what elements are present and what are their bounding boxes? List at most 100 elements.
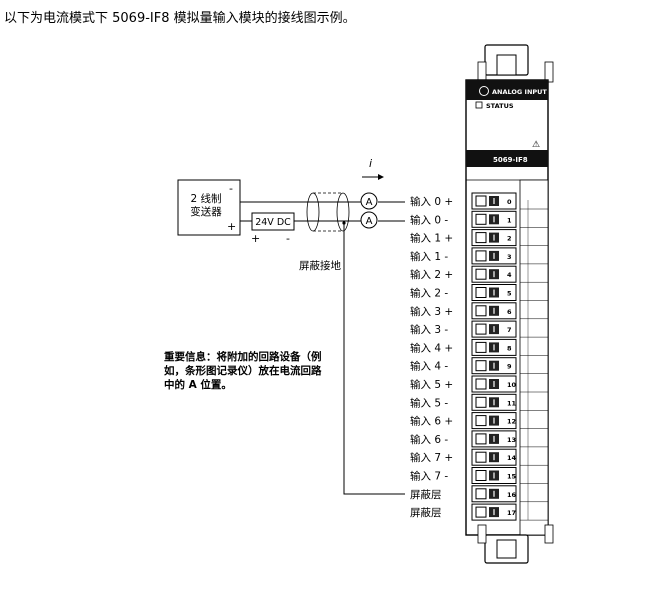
terminal-row: 15 xyxy=(471,467,548,484)
terminal-label: 输入 6 + xyxy=(410,415,453,428)
ammeter-top: A xyxy=(360,192,378,210)
terminal-wire-entry[interactable] xyxy=(475,268,487,280)
transmitter-minus: - xyxy=(229,182,233,195)
terminal-label: 输入 7 - xyxy=(410,470,448,483)
terminal-number: 8 xyxy=(507,344,512,352)
terminal-label: 屏蔽层 xyxy=(410,507,442,519)
terminal-number: 5 xyxy=(507,290,512,298)
terminal-number: 4 xyxy=(507,271,512,279)
terminal-wire-entry[interactable] xyxy=(475,506,487,518)
terminal-row: 10 xyxy=(471,375,548,393)
ammeter-top-symbol: A xyxy=(366,197,373,208)
terminal-wire-entry[interactable] xyxy=(475,195,487,207)
power-supply-minus: - xyxy=(286,232,290,245)
ammeter-bottom: A xyxy=(360,211,378,229)
note-heading: 重要信息： xyxy=(164,351,217,363)
terminal-number: 14 xyxy=(507,454,517,462)
ammeter-bottom-symbol: A xyxy=(366,216,373,227)
terminal-label: 输入 4 - xyxy=(410,360,448,373)
terminal-label: 输入 3 - xyxy=(410,323,448,336)
intro-text: 以下为电流模式下 5069-IF8 模拟量输入模块的接线图示例。 xyxy=(4,11,356,26)
terminal-number: 2 xyxy=(507,235,512,243)
terminal-label: 输入 1 - xyxy=(410,250,448,263)
terminal-label: 输入 7 + xyxy=(410,451,453,464)
terminal-number: 3 xyxy=(507,253,512,261)
status-indicator xyxy=(475,101,483,109)
terminal-wire-entry[interactable] xyxy=(475,360,487,372)
terminal-number: 11 xyxy=(507,399,517,407)
terminal-wire-entry[interactable] xyxy=(475,488,487,500)
terminal-number: 1 xyxy=(507,216,512,224)
terminal-row: 0 xyxy=(471,192,548,210)
terminal-number: 7 xyxy=(507,326,512,334)
two-wire-transmitter: 2 线制 变送器 - + xyxy=(177,179,241,236)
transmitter-label-line2: 变送器 xyxy=(190,205,222,218)
shield-ground-label: 屏蔽接地 xyxy=(299,259,341,272)
terminal-wire-entry[interactable] xyxy=(475,470,487,481)
terminal-wire-entry[interactable] xyxy=(475,287,487,298)
terminal-number: 15 xyxy=(507,473,517,481)
current-label: i xyxy=(369,157,372,170)
terminal-row: 1 xyxy=(471,210,548,228)
terminal-number: 17 xyxy=(507,509,516,517)
power-supply: 24V DC + - xyxy=(251,212,295,245)
terminal-number: 13 xyxy=(507,436,516,444)
terminal-wire-entry[interactable] xyxy=(475,323,487,335)
terminal-row: 11 xyxy=(471,393,548,411)
current-direction-arrow: i xyxy=(362,157,384,180)
terminal-label: 输入 4 + xyxy=(410,341,453,354)
terminal-row: 8 xyxy=(471,338,548,356)
terminal-label: 输入 1 + xyxy=(410,232,453,245)
module-header: ANALOG INPUT xyxy=(492,88,547,96)
terminal-wire-entry[interactable] xyxy=(475,250,487,262)
terminal-wire-entry[interactable] xyxy=(475,396,487,408)
terminal-number: 6 xyxy=(507,308,512,316)
module-header-icon xyxy=(479,86,489,96)
terminal-wire-entry[interactable] xyxy=(475,378,487,390)
terminal-label: 输入 0 - xyxy=(410,213,448,226)
terminal-label: 输入 5 - xyxy=(410,396,448,409)
terminal-row: 2 xyxy=(471,229,548,247)
terminal-label: 输入 2 + xyxy=(410,268,453,281)
shield-drain-junction xyxy=(342,221,346,225)
terminal-row: 4 xyxy=(471,265,548,283)
terminal-wire-entry[interactable] xyxy=(475,305,487,317)
terminal-wire-entry[interactable] xyxy=(475,213,487,225)
terminal-labels: 输入 0 +输入 0 -输入 1 +输入 1 -输入 2 +输入 2 -输入 3… xyxy=(410,195,453,519)
terminal-row: 9 xyxy=(471,357,548,375)
terminal-number: 9 xyxy=(507,363,512,371)
status-label: STATUS xyxy=(486,102,514,110)
terminal-wire-entry[interactable] xyxy=(475,232,487,244)
terminal-wire-entry[interactable] xyxy=(475,433,487,445)
terminal-row: 13 xyxy=(471,430,548,448)
cable-shield xyxy=(306,192,350,232)
terminal-number: 12 xyxy=(507,418,516,426)
terminal-row: 14 xyxy=(471,448,548,466)
terminal-number: 10 xyxy=(507,381,517,389)
terminal-row: 3 xyxy=(471,247,548,265)
power-supply-label: 24V DC xyxy=(255,217,291,228)
terminal-label: 输入 5 + xyxy=(410,378,453,391)
terminal-label: 屏蔽层 xyxy=(410,489,442,501)
important-note: 重要信息：将附加的回路设备（例如，条形图记录仪）放在电流回路中的 A 位置。 xyxy=(164,350,329,392)
terminal-row: 6 xyxy=(471,302,548,320)
terminal-label: 输入 0 + xyxy=(410,195,453,208)
wires xyxy=(240,201,405,495)
terminal-number: 16 xyxy=(507,491,517,499)
terminal-wire-entry[interactable] xyxy=(475,451,487,463)
terminal-label: 输入 3 + xyxy=(410,305,453,318)
terminal-row: 17 xyxy=(471,503,548,521)
warning-icon: ⚠ xyxy=(532,140,540,150)
terminal-number: 0 xyxy=(507,198,512,206)
terminal-label: 输入 6 - xyxy=(410,433,448,446)
terminal-wire-entry[interactable] xyxy=(475,341,487,353)
terminal-row: 16 xyxy=(471,485,548,503)
terminal-wire-entry[interactable] xyxy=(475,415,487,427)
catalog-number: 5069-IF8 xyxy=(493,156,528,164)
terminal-row: 7 xyxy=(471,320,548,338)
terminal-row: 5 xyxy=(471,284,548,301)
power-supply-plus: + xyxy=(251,232,260,245)
note-body: 将附加的回路设备（例如，条形图记录仪）放在电流回路中的 A 位置。 xyxy=(164,351,322,391)
